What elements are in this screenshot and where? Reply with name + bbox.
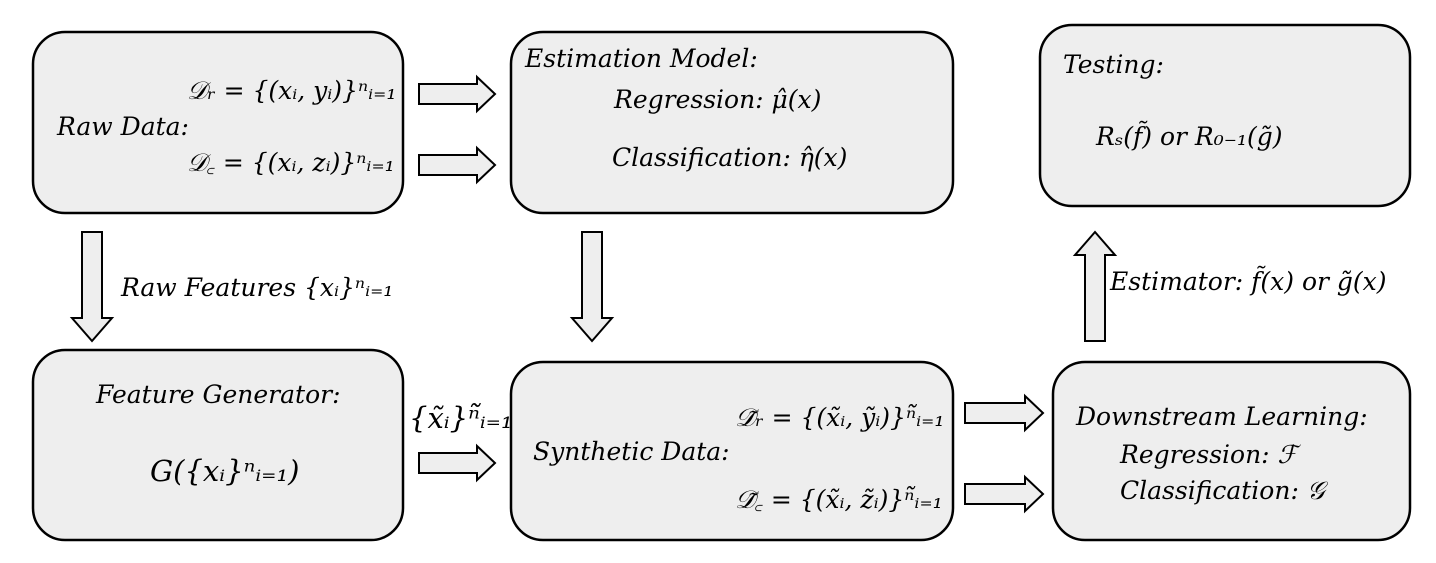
estimation-model-regression: Regression: μ̂(x) bbox=[613, 85, 821, 114]
raw-data-formula-classification: 𝒟꜀ = {(xᵢ, zᵢ)}ⁿᵢ₌₁ bbox=[187, 148, 395, 177]
raw-data-label: Raw Data: bbox=[56, 112, 189, 141]
arrow-estimation-to-synthetic bbox=[569, 231, 615, 343]
testing-formula: Rₛ(f̃) or R₀₋₁(g̃) bbox=[1095, 122, 1282, 151]
arrow-synthetic-to-downstream-bottom bbox=[964, 474, 1045, 514]
arrow-raw-to-estimation-bottom bbox=[418, 145, 497, 185]
downstream-learning-classification: Classification: 𝒢 bbox=[1120, 476, 1329, 505]
arrow-generator-to-synthetic bbox=[418, 443, 497, 483]
estimation-model-box bbox=[509, 30, 955, 215]
feature-generator-title: Feature Generator: bbox=[95, 380, 341, 409]
testing-box bbox=[1038, 23, 1412, 208]
raw-features-label: Raw Features {xᵢ}ⁿᵢ₌₁ bbox=[120, 273, 393, 302]
synthetic-data-formula-regression: 𝒟̃ᵣ = {(x̃ᵢ, ỹᵢ)}ⁿ̃ᵢ₌₁ bbox=[735, 403, 944, 432]
arrow-raw-to-feature-generator bbox=[69, 231, 115, 343]
raw-data-formula-regression: 𝒟ᵣ = {(xᵢ, yᵢ)}ⁿᵢ₌₁ bbox=[187, 76, 396, 105]
synthetic-data-label: Synthetic Data: bbox=[533, 437, 730, 466]
estimation-model-classification: Classification: η̂(x) bbox=[612, 143, 847, 172]
downstream-learning-regression: Regression: ℱ bbox=[1119, 440, 1302, 469]
estimator-label: Estimator: f̃(x) or g̃(x) bbox=[1109, 267, 1387, 296]
arrow-raw-to-estimation-top bbox=[418, 74, 497, 114]
synthetic-data-box bbox=[509, 360, 955, 542]
downstream-learning-box bbox=[1051, 360, 1412, 542]
raw-data-box bbox=[31, 30, 405, 215]
feature-generator-formula: G({xᵢ}ⁿᵢ₌₁) bbox=[150, 454, 299, 488]
synthetic-data-formula-classification: 𝒟̃꜀ = {(x̃ᵢ, z̃ᵢ)}ⁿ̃ᵢ₌₁ bbox=[735, 485, 943, 514]
arrow-synthetic-to-downstream-top bbox=[964, 393, 1045, 433]
arrow-downstream-to-testing bbox=[1072, 230, 1118, 342]
downstream-learning-title: Downstream Learning: bbox=[1075, 402, 1368, 431]
testing-title: Testing: bbox=[1063, 50, 1164, 79]
synthetic-features-label: {x̃ᵢ}ⁿ̃ᵢ₌₁ bbox=[409, 401, 513, 435]
feature-generator-box bbox=[31, 348, 405, 542]
estimation-model-title: Estimation Model: bbox=[524, 44, 758, 73]
